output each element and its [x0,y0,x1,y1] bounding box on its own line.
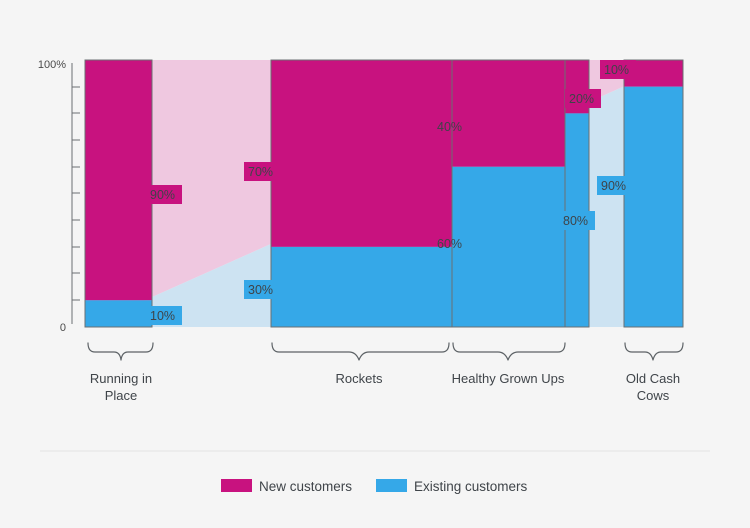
label-bg [600,60,636,79]
data-label-bar3-existing: 60% [437,237,462,251]
bar-running-in-place[interactable] [84,59,153,328]
legend-swatch-existing-customers [376,479,407,492]
label-bg [146,306,182,325]
bar-3-existing-customers[interactable] [452,166,565,327]
bar-rockets[interactable] [270,59,453,328]
bracket-running-in-place [87,342,154,361]
y-axis: 100% 0 [38,59,80,334]
label-text: 20% [569,92,594,106]
label-bg [244,162,280,181]
legend-swatch-new-customers [221,479,252,492]
label-bg [559,211,595,230]
label-bg [565,89,601,108]
legend-item-existing-customers[interactable]: Existing customers [376,479,528,494]
data-label-bar2-new: 70% [244,162,280,181]
label-text: 30% [248,283,273,297]
legend: New customers Existing customers [221,479,528,494]
bar-2-new-customers[interactable] [271,60,452,247]
label-text: 70% [248,165,273,179]
data-label-bar2-existing: 30% [244,280,280,299]
category-brackets [87,342,684,361]
category-labels: Running in Place Rockets Healthy Grown U… [90,371,680,403]
bar-3-new-customers[interactable] [452,60,565,167]
category-label-rockets: Rockets [336,371,383,386]
data-label-bar1-new: 90% [146,185,182,204]
bracket-old-cash-cows [624,342,684,361]
bar-5-existing-customers[interactable] [624,86,683,327]
data-label-bar4-new: 20% [565,89,601,108]
data-label-bar5-existing: 90% [597,176,633,195]
label-bg [597,176,633,195]
bar-4-outline [564,59,590,328]
category-label-old-cash-cows-line1: Old Cash [626,371,680,386]
bar-healthy-grown-ups[interactable] [451,59,566,328]
label-bg [244,280,280,299]
label-bg [146,185,182,204]
bar-1-new-customers[interactable] [85,60,152,301]
legend-item-new-customers[interactable]: New customers [221,479,352,494]
label-text: 80% [563,214,588,228]
category-label-healthy-grown-ups: Healthy Grown Ups [452,371,565,386]
bar-1-existing-customers[interactable] [85,300,152,327]
y-axis-label-top: 100% [38,59,66,71]
category-label-running-in-place-line1: Running in [90,371,152,386]
bar-2-existing-customers[interactable] [271,246,452,327]
y-axis-label-bottom: 0 [60,322,66,334]
legend-label-existing-customers: Existing customers [414,479,528,494]
data-labels: 90% 10% 70% 30% 40% 60% [146,60,636,325]
data-label-bar5-new: 10% [600,60,636,79]
data-label-bar4-existing: 80% [559,211,595,230]
data-label-bar1-existing: 10% [146,306,182,325]
category-label-old-cash-cows-line2: Cows [637,388,670,403]
legend-label-new-customers: New customers [259,479,352,494]
bracket-healthy-grown-ups [452,342,566,361]
label-text: 90% [601,179,626,193]
data-label-bar3-new: 40% [437,120,462,134]
label-text: 10% [150,309,175,323]
label-text: 10% [604,63,629,77]
bracket-rockets [271,342,450,361]
label-text: 90% [150,188,175,202]
category-label-running-in-place-line2: Place [105,388,138,403]
